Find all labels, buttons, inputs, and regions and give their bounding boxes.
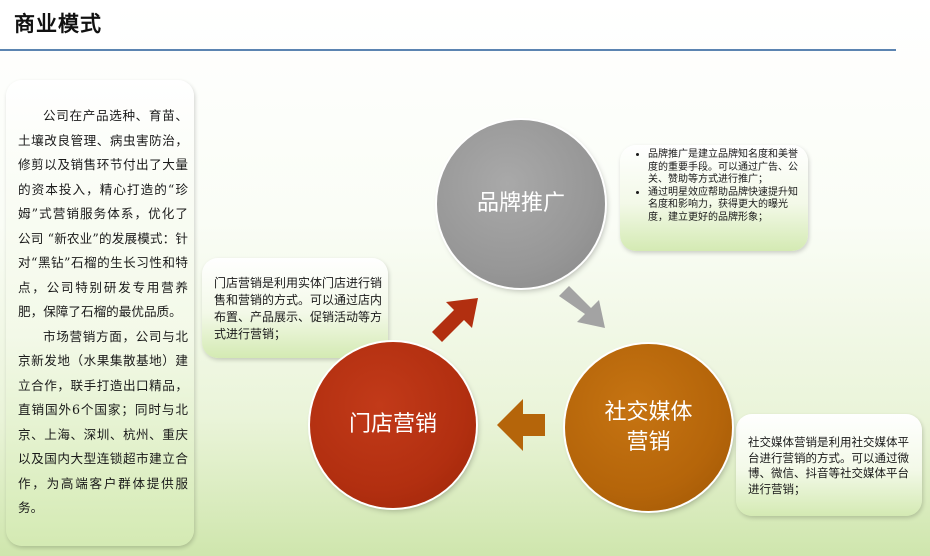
arrow-store-to-brand-icon (432, 298, 478, 342)
social-description-text: 社交媒体营销是利用社交媒体平台进行营销的方式。可以通过微博、微信、抖音等社交媒体… (748, 435, 909, 496)
brand-promotion-label: 品牌推广 (476, 191, 565, 216)
social-description-box: 社交媒体营销是利用社交媒体平台进行营销的方式。可以通过微博、微信、抖音等社交媒体… (736, 414, 922, 516)
intro-paragraph-2: 市场营销方面，公司与北京新发地（水果集散基地）建立合作，联手打造出口精品，直销国… (18, 328, 188, 516)
social-media-label: 社交媒体 营销 (604, 398, 692, 458)
page-title: 商业模式 (14, 12, 102, 36)
store-marketing-circle: 门店营销 (310, 342, 476, 508)
store-description-box: 门店营销是利用实体门店进行销售和营销的方式。可以通过店内布置、产品展示、促销活动… (202, 258, 388, 358)
brand-promotion-circle: 品牌推广 (437, 120, 605, 288)
intro-text: 公司在产品选种、育苗、土壤改良管理、病虫害防治，修剪以及销售环节付出了大量的资本… (18, 104, 188, 521)
brand-bullet-list: 品牌推广是建立品牌知名度和美誉度的重要手段。可以通过广告、公关、赞助等方式进行推… (624, 149, 804, 224)
arrow-social-to-store-icon (497, 399, 545, 451)
store-description-text: 门店营销是利用实体门店进行销售和营销的方式。可以通过店内布置、产品展示、促销活动… (214, 276, 383, 341)
arrow-brand-to-social-shape (559, 286, 605, 328)
arrow-brand-to-social-icon (559, 286, 605, 328)
brand-bullet-1: 品牌推广是建立品牌知名度和美誉度的重要手段。可以通过广告、公关、赞助等方式进行推… (648, 149, 804, 187)
social-media-circle: 社交媒体 营销 (565, 344, 732, 511)
arrow-store-to-brand-shape (432, 298, 478, 342)
store-marketing-label: 门店营销 (348, 412, 437, 437)
brand-description-box: 品牌推广是建立品牌知名度和美誉度的重要手段。可以通过广告、公关、赞助等方式进行推… (620, 145, 808, 251)
arrow-social-to-store-shape (497, 399, 545, 451)
social-media-label-line1: 社交媒体 (604, 399, 693, 425)
title-divider (0, 49, 896, 51)
title-area: 商业模式 (0, 0, 120, 46)
intro-paragraph-1: 公司在产品选种、育苗、土壤改良管理、病虫害防治，修剪以及销售环节付出了大量的资本… (18, 108, 188, 319)
intro-panel: 公司在产品选种、育苗、土壤改良管理、病虫害防治，修剪以及销售环节付出了大量的资本… (6, 80, 194, 546)
social-media-label-line2: 营销 (626, 429, 671, 455)
brand-bullet-2: 通过明星效应帮助品牌快速提升知名度和影响力，获得更大的曝光度，建立更好的品牌形象… (648, 187, 804, 225)
